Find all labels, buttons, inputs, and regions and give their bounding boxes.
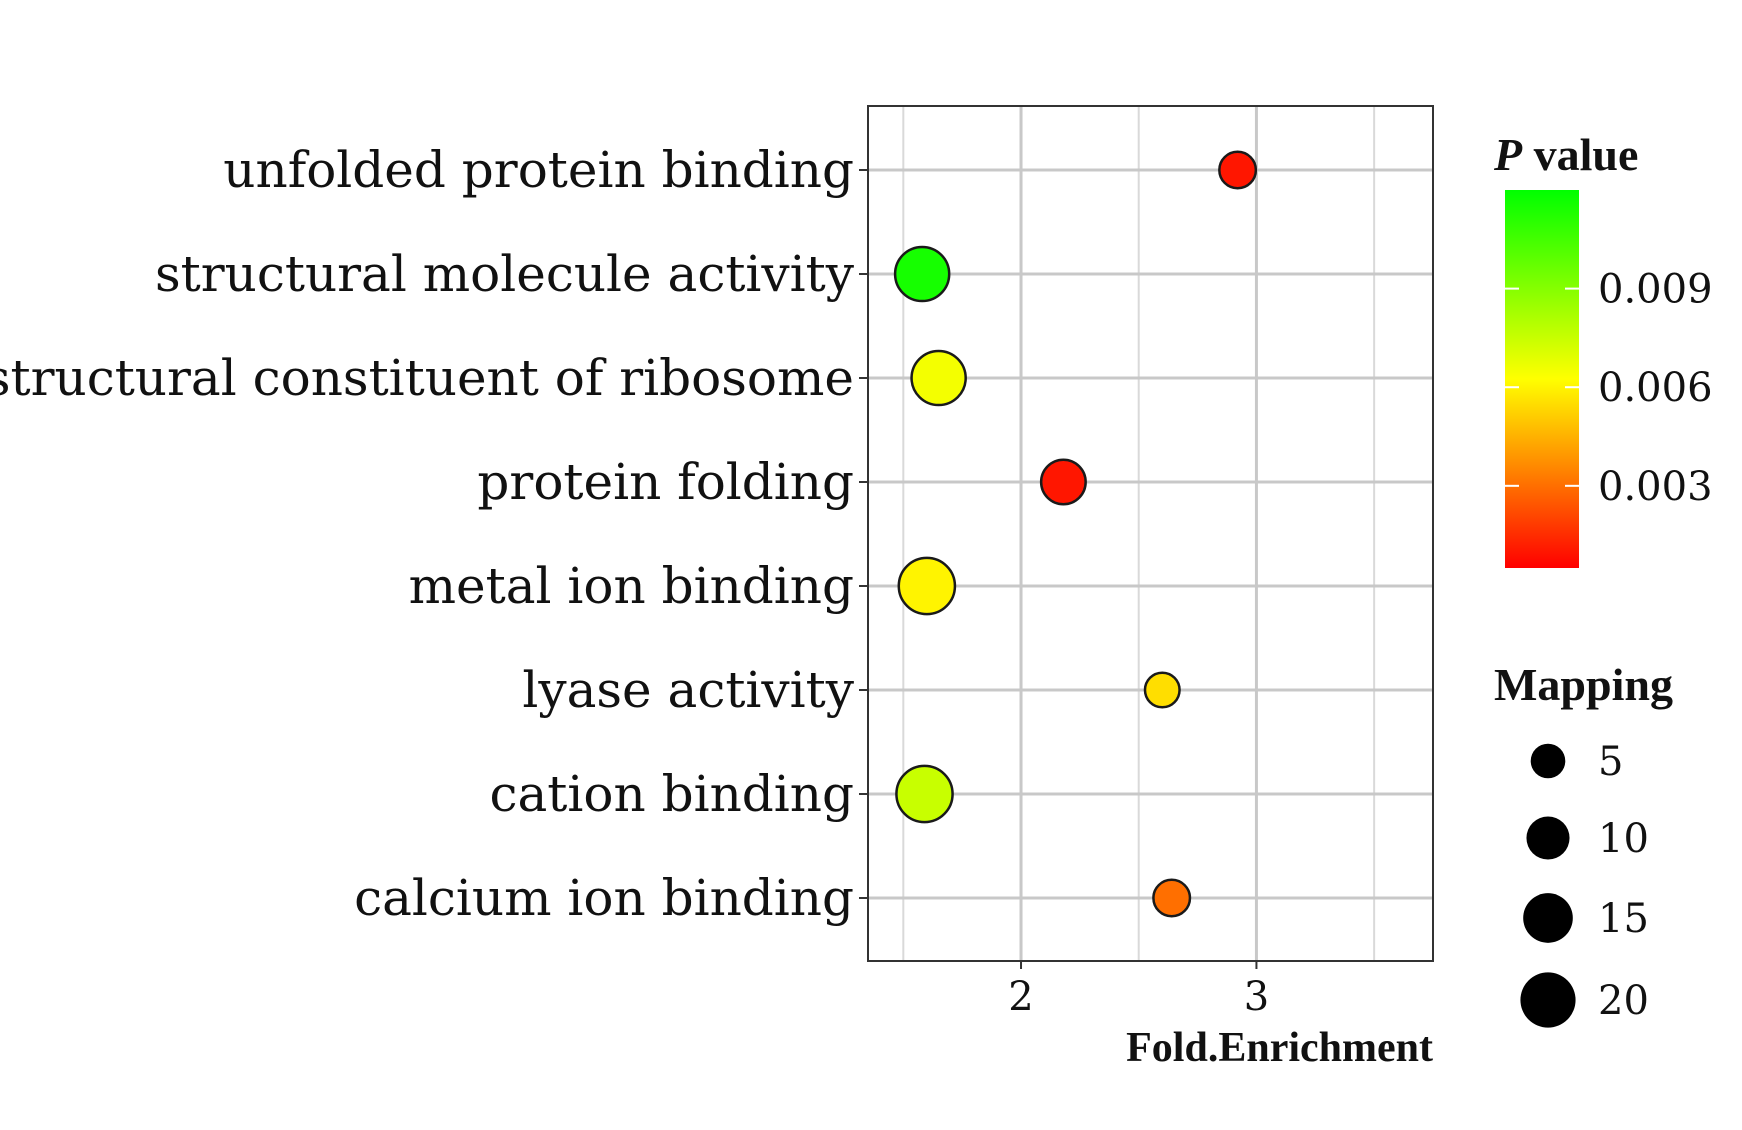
color-tick-label: 0.003	[1598, 464, 1713, 510]
p-value-legend-title-italic: P	[1493, 129, 1523, 180]
mapping-legend-title: Mapping	[1494, 659, 1673, 710]
size-key-circle	[1526, 816, 1570, 860]
data-point	[1039, 458, 1087, 506]
p-value-legend-title: P value	[1493, 129, 1638, 180]
y-axis-labels: unfolded protein binding structural molec…	[0, 141, 868, 927]
p-value-legend-ticks: 0.009 0.006 0.003	[1505, 267, 1713, 510]
p-value-color-bar	[1505, 190, 1579, 568]
color-tick-label: 0.009	[1598, 267, 1713, 313]
category-label: structural molecule activity	[155, 245, 855, 303]
x-tick-label: 3	[1244, 974, 1269, 1020]
plot-panel-border	[867, 105, 1434, 962]
x-axis-title: Fold.Enrichment	[1126, 1025, 1433, 1071]
category-label: structural constituent of ribosome	[0, 349, 854, 407]
grid-lines	[868, 106, 1433, 961]
category-label: protein folding	[477, 453, 854, 511]
size-key-circle	[1530, 743, 1566, 779]
p-value-legend-title-rest: value	[1522, 129, 1638, 180]
size-key-label: 20	[1598, 978, 1649, 1024]
color-tick-label: 0.006	[1598, 365, 1713, 411]
data-point	[897, 556, 957, 616]
category-label: lyase activity	[522, 661, 854, 719]
data-point	[1218, 150, 1258, 190]
category-label: calcium ion binding	[354, 869, 854, 927]
size-key-label: 15	[1598, 896, 1649, 942]
category-label: metal ion binding	[409, 557, 854, 615]
category-label: unfolded protein binding	[223, 141, 854, 199]
data-point	[1143, 671, 1181, 709]
size-key-label: 5	[1598, 739, 1623, 785]
category-label: cation binding	[489, 765, 854, 823]
data-point	[895, 764, 954, 824]
size-key-label: 10	[1598, 816, 1649, 862]
data-point	[910, 349, 967, 407]
size-key-circle	[1520, 972, 1576, 1028]
mapping-legend: Mapping 5 10 15 20	[1494, 659, 1673, 1028]
p-value-legend: P value 0.009 0.006 0.003	[1493, 129, 1713, 568]
data-point	[1152, 878, 1192, 918]
mapping-legend-items: 5 10 15 20	[1520, 739, 1649, 1028]
x-tick-label: 2	[1008, 974, 1033, 1020]
size-key-circle	[1523, 893, 1573, 943]
data-points	[893, 150, 1258, 918]
data-point	[893, 245, 951, 303]
